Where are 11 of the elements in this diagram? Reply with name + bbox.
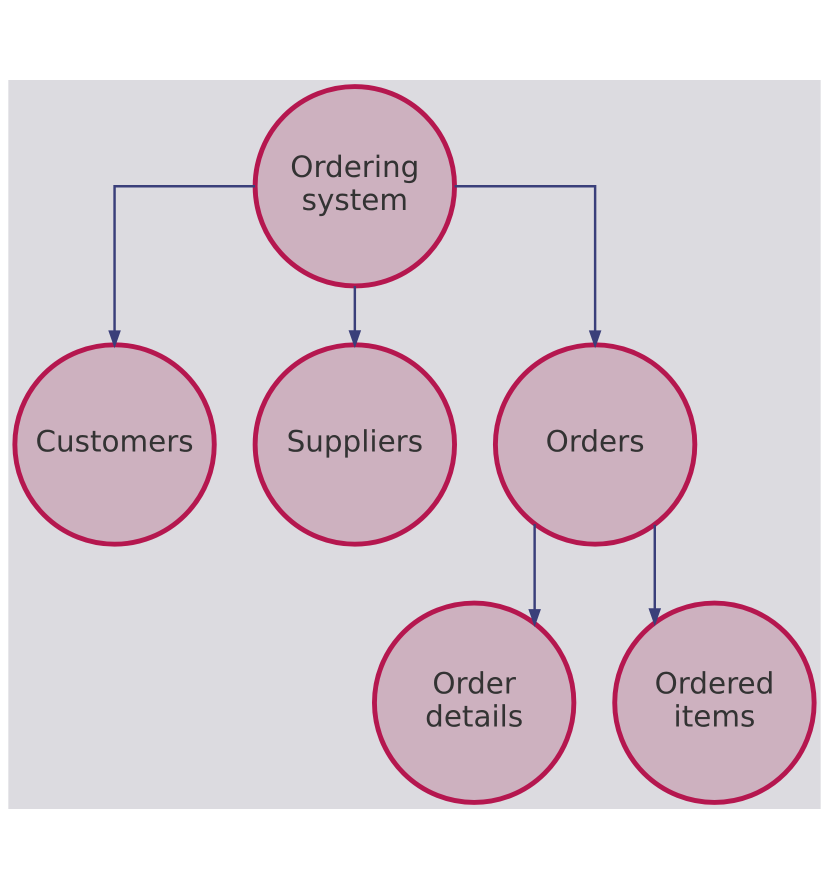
node-circle: Suppliers: [252, 342, 457, 547]
arrow: [348, 286, 362, 348]
node-circle: Ordered items: [612, 600, 817, 805]
arrow: [528, 524, 541, 628]
arrow: [648, 524, 662, 626]
arrow: [108, 185, 256, 348]
arrow: [454, 185, 602, 348]
node-circle: Orders: [492, 342, 698, 547]
node-circle: Order details: [372, 600, 576, 805]
node-circle: Ordering system: [252, 84, 457, 288]
node-circle: Customers: [12, 342, 217, 547]
